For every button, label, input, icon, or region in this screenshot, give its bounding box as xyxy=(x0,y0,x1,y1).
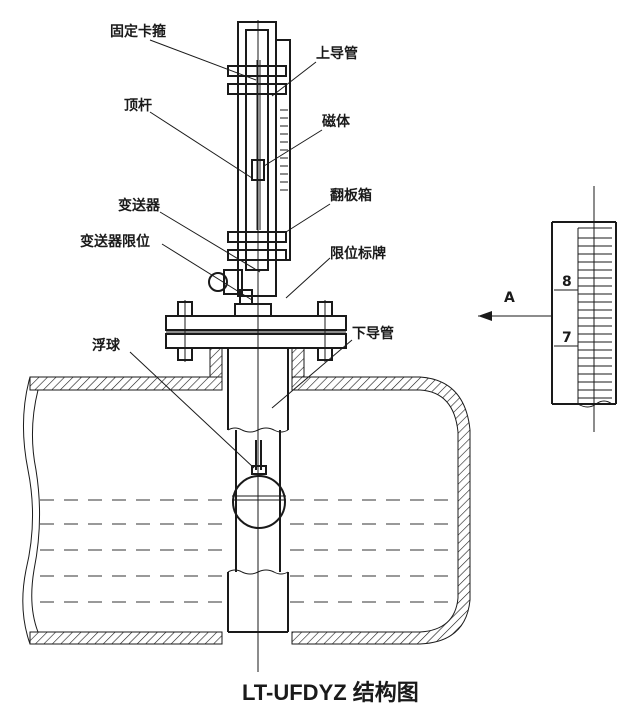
label-float-ball: 浮球 xyxy=(92,337,121,354)
label-magnet: 磁体 xyxy=(322,113,351,130)
view-a-arrow: A xyxy=(478,290,552,321)
label-upper-guide-tube: 上导管 xyxy=(316,45,358,62)
scale-mark-upper: 8 xyxy=(562,274,572,290)
tank-vessel xyxy=(22,347,471,645)
flange xyxy=(165,300,347,362)
lower-guide-tube xyxy=(227,348,289,633)
label-view-a: A xyxy=(504,290,515,306)
scale-ticks xyxy=(578,237,612,399)
label-limit-sign: 限位标牌 xyxy=(330,245,386,262)
labels: 固定卡箍 上导管 顶杆 磁体 变送器 翻板箱 变送器限位 限位标牌 下导管 浮球 xyxy=(80,23,394,354)
label-transmitter: 变送器 xyxy=(118,197,161,214)
upper-assembly xyxy=(208,21,291,305)
scale-mark-lower: 7 xyxy=(562,330,572,346)
diagram-caption: LT-UFDYZ 结构图 xyxy=(242,680,419,705)
float-ball xyxy=(232,440,286,529)
label-flip-box: 翻板箱 xyxy=(330,187,372,204)
label-lower-guide-tube: 下导管 xyxy=(352,325,394,342)
label-top-rod: 顶杆 xyxy=(124,97,152,114)
liquid-level xyxy=(40,499,455,603)
view-a-scale-detail: 8 7 xyxy=(551,186,617,432)
leader-lines xyxy=(129,39,353,469)
label-transmitter-limit: 变送器限位 xyxy=(80,233,150,250)
label-fixed-clamp: 固定卡箍 xyxy=(110,23,166,40)
flip-box-scale xyxy=(280,109,288,191)
